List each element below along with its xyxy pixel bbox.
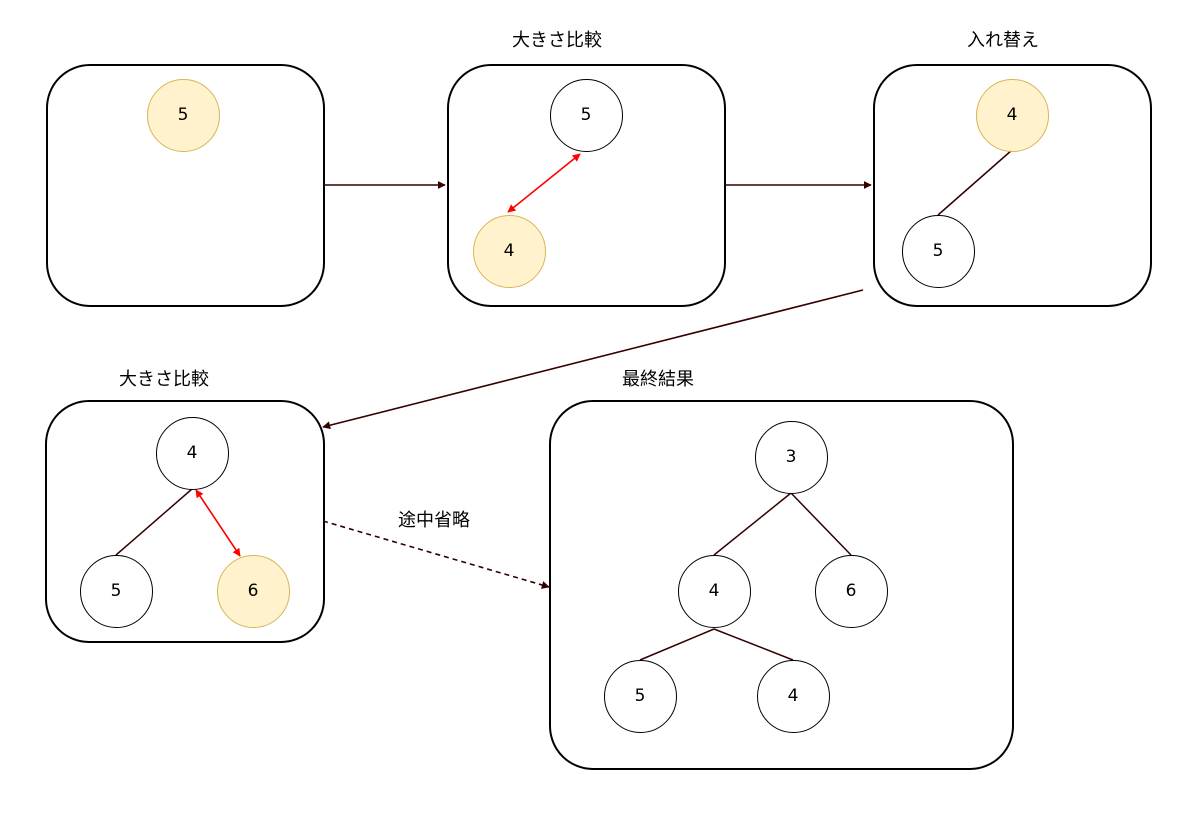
edge-result-4-5 (639, 628, 715, 661)
edge-result-3-4 (713, 492, 792, 556)
panel-step3 (873, 64, 1152, 307)
tree-node: 4 (975, 78, 1049, 152)
node-value: 5 (580, 105, 592, 125)
node-value: 6 (845, 581, 857, 601)
node-value: 4 (503, 241, 515, 261)
edge-result-4-4 (713, 628, 794, 661)
compare-arrow-step4 (195, 489, 241, 557)
tree-node: 6 (814, 554, 888, 628)
panel-result (549, 400, 1014, 770)
node-value: 5 (932, 241, 944, 261)
panel-title-step3: 入れ替え (967, 30, 1039, 51)
edge-result-3-6 (790, 492, 852, 556)
node-value: 5 (110, 581, 122, 601)
panel-title-step4: 大きさ比較 (119, 369, 209, 390)
node-value: 5 (177, 105, 189, 125)
panel-title-step2: 大きさ比較 (512, 30, 602, 51)
flow-arrow-step3-to-step4 (322, 289, 864, 430)
tree-node: 5 (603, 659, 677, 733)
tree-node: 4 (155, 416, 229, 490)
tree-node: 5 (146, 78, 220, 152)
tree-node: 6 (216, 554, 290, 628)
tree-node: 5 (901, 214, 975, 288)
tree-node: 3 (754, 420, 828, 494)
panel-title-result: 最終結果 (622, 369, 694, 390)
connector-label: 途中省略 (398, 510, 470, 531)
tree-node: 4 (756, 659, 830, 733)
tree-node: 5 (79, 554, 153, 628)
edge-step3-4-5 (937, 149, 1013, 216)
node-value: 3 (785, 447, 797, 467)
node-value: 5 (634, 686, 646, 706)
compare-arrow-step2 (507, 153, 581, 213)
tree-node: 4 (472, 214, 546, 288)
node-value: 6 (247, 581, 259, 601)
node-value: 4 (1006, 105, 1018, 125)
tree-node: 5 (549, 78, 623, 152)
node-value: 4 (186, 443, 198, 463)
node-value: 4 (708, 581, 720, 601)
node-value: 4 (787, 686, 799, 706)
flow-arrow-step4-to-result (322, 520, 550, 589)
edge-step4-4-5 (115, 488, 193, 556)
tree-node: 4 (677, 554, 751, 628)
